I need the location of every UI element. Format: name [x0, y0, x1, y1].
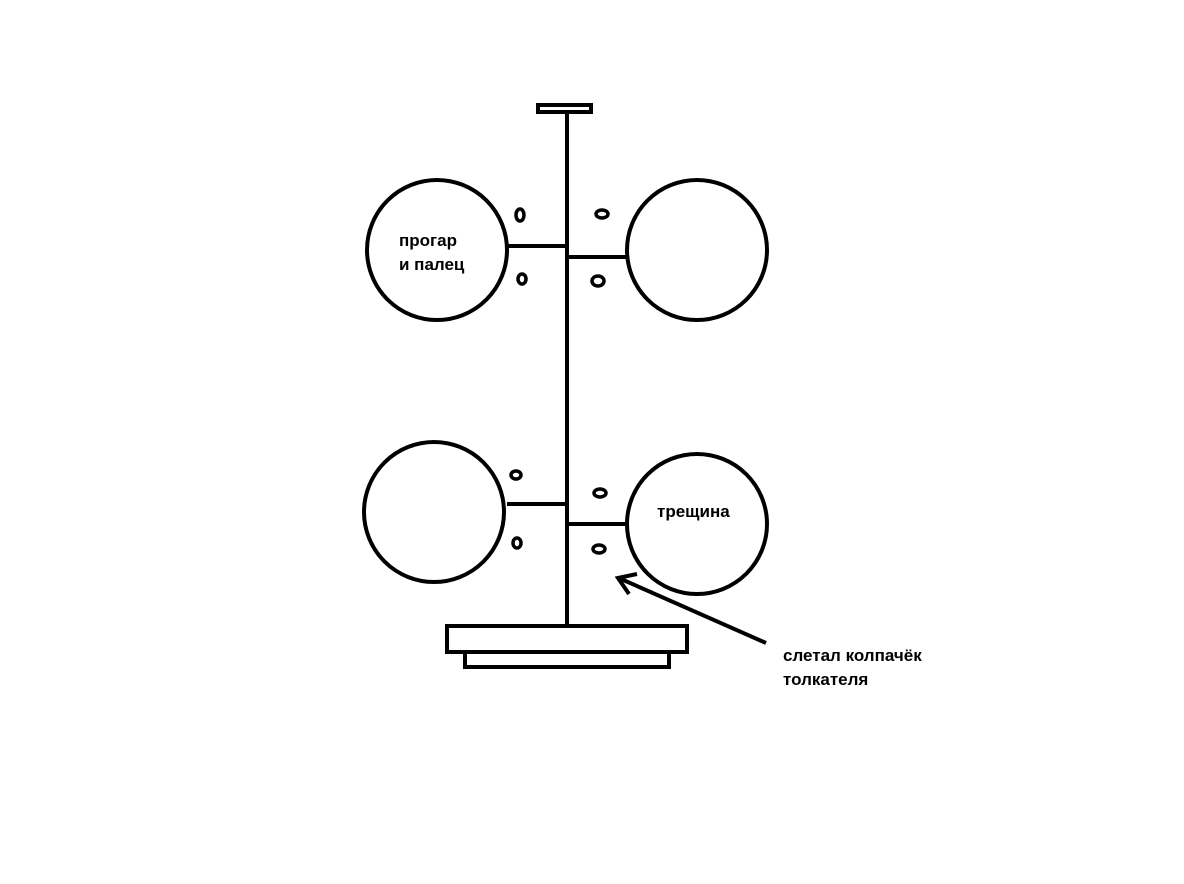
cap-label-line-2: толкателя	[783, 670, 869, 689]
hole-mark	[511, 536, 523, 550]
hole-mark	[514, 207, 526, 223]
hole-mark	[592, 487, 608, 499]
valve-lower-right	[567, 452, 769, 596]
burn-label-line-1: прогар	[399, 231, 457, 250]
crack-label: трещина	[657, 502, 730, 521]
hole-mark	[509, 469, 523, 481]
pointer-arrow	[614, 572, 767, 645]
burn-label-line-2: и палец	[399, 255, 465, 274]
valve-head	[625, 178, 769, 322]
arrow-head	[614, 572, 638, 596]
shaft-base-lower	[463, 650, 671, 669]
burn-label: прогар и палец	[399, 229, 464, 277]
valve-head	[365, 178, 509, 322]
hole-mark	[591, 543, 607, 555]
shaft-top-cap	[536, 103, 593, 114]
hole-marks	[509, 207, 610, 555]
valve-head	[625, 452, 769, 596]
cap-label-line-1: слетал колпачёк	[783, 646, 922, 665]
valve-upper-right	[567, 178, 769, 322]
hole-mark	[590, 274, 606, 288]
valve-lower-left	[362, 440, 567, 584]
cap-label: слетал колпачёк толкателя	[783, 644, 922, 692]
valve-upper-left	[365, 178, 567, 322]
hole-mark	[516, 272, 528, 286]
shaft-base-upper	[445, 624, 689, 654]
hole-mark	[594, 208, 610, 220]
valve-head	[362, 440, 506, 584]
arrow-shaft	[620, 577, 767, 645]
